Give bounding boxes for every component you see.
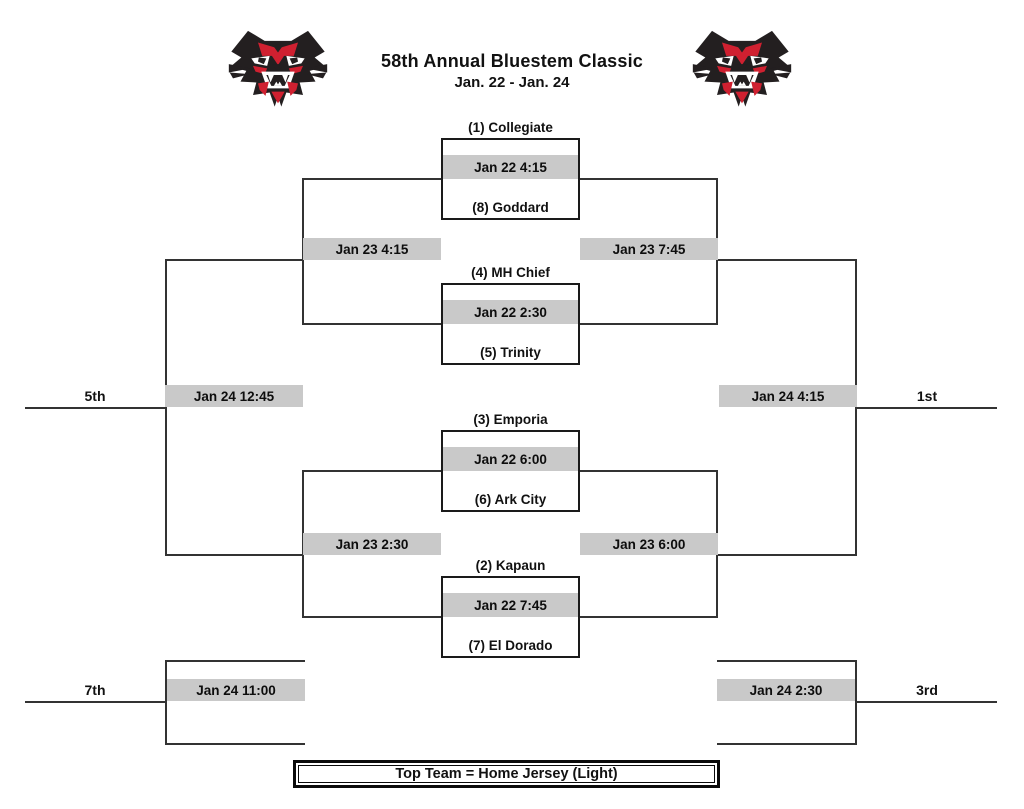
game-time-band: Jan 22 6:00 (443, 447, 578, 471)
tournament-title: 58th Annual Bluestem Classic (380, 51, 643, 71)
final-time-band: Jan 24 12:45 (165, 385, 303, 407)
bracket-line (580, 178, 718, 180)
final-time-band: Jan 24 2:30 (717, 679, 855, 701)
bracket-line (718, 259, 857, 261)
team-label: (6) Ark City (474, 492, 547, 507)
placement-label: 1st (916, 388, 938, 404)
bracket-line (165, 554, 303, 556)
game-box: Jan 22 2:30 (5) Trinity (441, 283, 580, 365)
placement-label: 5th (84, 388, 106, 404)
team-label: (4) MH Chief (471, 265, 550, 280)
bracket-line (302, 470, 441, 472)
team-label: (1) Collegiate (468, 120, 553, 135)
bracket-line (165, 259, 303, 261)
semifinal-time-band: Jan 23 2:30 (303, 533, 441, 555)
bracket-line (580, 323, 718, 325)
bracket-line (857, 701, 997, 703)
bracket-line (302, 616, 441, 618)
bracket-line (165, 743, 305, 745)
bracket-line (25, 407, 165, 409)
semifinal-time-band: Jan 23 7:45 (580, 238, 718, 260)
team-label: (5) Trinity (480, 345, 541, 360)
bracket-line (855, 259, 857, 556)
tournament-dates: Jan. 22 - Jan. 24 (454, 74, 570, 91)
jersey-note-box: Top Team = Home Jersey (Light) (293, 760, 720, 788)
game-time-band: Jan 22 7:45 (443, 593, 578, 617)
game-box: Jan 22 6:00 (6) Ark City (441, 430, 580, 512)
final-time-band: Jan 24 11:00 (167, 679, 305, 701)
bracket-line (165, 660, 167, 745)
game-time-band: Jan 22 2:30 (443, 300, 578, 324)
bracket-line (25, 701, 165, 703)
bracket-line (302, 323, 441, 325)
semifinal-time-band: Jan 23 4:15 (303, 238, 441, 260)
team-label: (8) Goddard (472, 200, 549, 215)
bracket-line (302, 178, 441, 180)
bracket-line (717, 743, 857, 745)
game-box: Jan 22 4:15 (8) Goddard (441, 138, 580, 220)
bracket-line (717, 660, 857, 662)
jersey-note: Top Team = Home Jersey (Light) (298, 765, 715, 783)
team-label: (7) El Dorado (468, 638, 553, 653)
placement-label: 7th (84, 682, 106, 698)
team-label: (2) Kapaun (475, 558, 546, 573)
placement-label: 3rd (916, 682, 938, 698)
semifinal-time-band: Jan 23 6:00 (580, 533, 718, 555)
bracket-line (580, 470, 718, 472)
bracket-line (718, 554, 857, 556)
team-label: (3) Emporia (473, 412, 548, 427)
bracket-line (165, 660, 305, 662)
bracket-line (855, 660, 857, 745)
bracket-line (165, 259, 167, 556)
game-box: Jan 22 7:45 (7) El Dorado (441, 576, 580, 658)
game-time-band: Jan 22 4:15 (443, 155, 578, 179)
wildcat-logo-icon (228, 26, 328, 114)
bracket-line (580, 616, 718, 618)
final-time-band: Jan 24 4:15 (719, 385, 857, 407)
wildcat-logo-icon (692, 26, 792, 114)
bracket-line (857, 407, 997, 409)
